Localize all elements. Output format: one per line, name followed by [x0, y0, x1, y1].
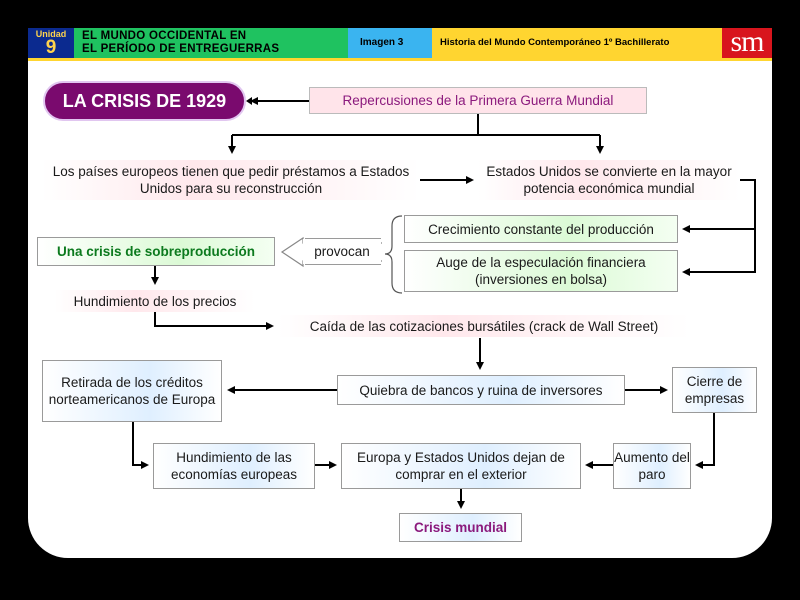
- box-hundimiento-economias: Hundimiento de las economías europeas: [153, 443, 315, 489]
- unit-label: Unidad: [35, 29, 67, 39]
- box-eeuu-potencia: Estados Unidos se convierte en la mayor …: [478, 160, 740, 200]
- box-quiebra: Quiebra de bancos y ruina de inversores: [337, 375, 625, 405]
- box-retirada: Retirada de los créditos norteamericanos…: [42, 360, 222, 422]
- box-paises: Los países europeos tienen que pedir pré…: [42, 160, 420, 200]
- diagram-title-text: LA CRISIS DE 1929: [62, 90, 227, 111]
- diagram-title: LA CRISIS DE 1929: [43, 81, 246, 121]
- eeuu-text: Estados Unidos se convierte en la mayor …: [486, 164, 732, 196]
- repercusiones-text: Repercusiones de la Primera Guerra Mundi…: [342, 93, 614, 108]
- paro-text: Aumento del paro: [614, 450, 690, 482]
- unit-number: 9: [45, 37, 57, 58]
- publisher-logo: sm: [722, 28, 772, 58]
- header-divider: [28, 58, 772, 61]
- cierre-text: Cierre de empresas: [684, 374, 745, 406]
- europa-eeuu-text: Europa y Estados Unidos dejan de comprar…: [357, 450, 565, 482]
- retirada-text: Retirada de los créditos norteamericanos…: [48, 375, 216, 407]
- box-repercusiones: Repercusiones de la Primera Guerra Mundi…: [309, 87, 647, 114]
- box-cierre: Cierre de empresas: [672, 367, 757, 413]
- chapter-title-line1: EL MUNDO OCCIDENTAL EN: [82, 30, 247, 42]
- provocan-overlay: provocan: [303, 239, 381, 264]
- unit-badge: Unidad 9: [28, 28, 74, 58]
- provocan-overlay-text: provocan: [314, 244, 370, 259]
- sobreproduccion-text: Una crisis de sobreproducción: [56, 244, 256, 259]
- chapter-title: EL MUNDO OCCIDENTAL EN EL PERÍODO DE ENT…: [74, 28, 348, 58]
- box-caida: Caída de las cotizaciones bursátiles (cr…: [278, 315, 690, 337]
- auge-text: Auge de la especulación financiera (inve…: [436, 255, 646, 287]
- hundimiento-economias-text: Hundimiento de las economías europeas: [170, 450, 298, 482]
- chapter-title-line2: EL PERÍODO DE ENTREGUERRAS: [82, 43, 280, 55]
- course-label: Historia del Mundo Contemporáneo 1º Bach…: [432, 28, 722, 58]
- box-auge: Auge de la especulación financiera (inve…: [404, 250, 678, 292]
- crecimiento-text: Crecimiento constante del producción: [428, 221, 654, 237]
- hundimiento-precios-text: Hundimiento de los precios: [73, 293, 237, 309]
- box-europa-eeuu: Europa y Estados Unidos dejan de comprar…: [341, 443, 581, 489]
- box-paro: Aumento del paro: [613, 443, 691, 489]
- box-crecimiento: Crecimiento constante del producción: [404, 215, 678, 243]
- box-hundimiento-precios: Hundimiento de los precios: [55, 290, 255, 312]
- quiebra-text: Quiebra de bancos y ruina de inversores: [359, 382, 603, 398]
- box-crisis-mundial: Crisis mundial: [399, 513, 522, 542]
- crisis-mundial-text: Crisis mundial: [413, 520, 508, 535]
- box-sobreproduccion: Una crisis de sobreproducción: [37, 237, 275, 266]
- caida-text: Caída de las cotizaciones bursátiles (cr…: [309, 318, 659, 334]
- image-label: Imagen 3: [348, 28, 432, 58]
- paises-text: Los países europeos tienen que pedir pré…: [52, 164, 410, 196]
